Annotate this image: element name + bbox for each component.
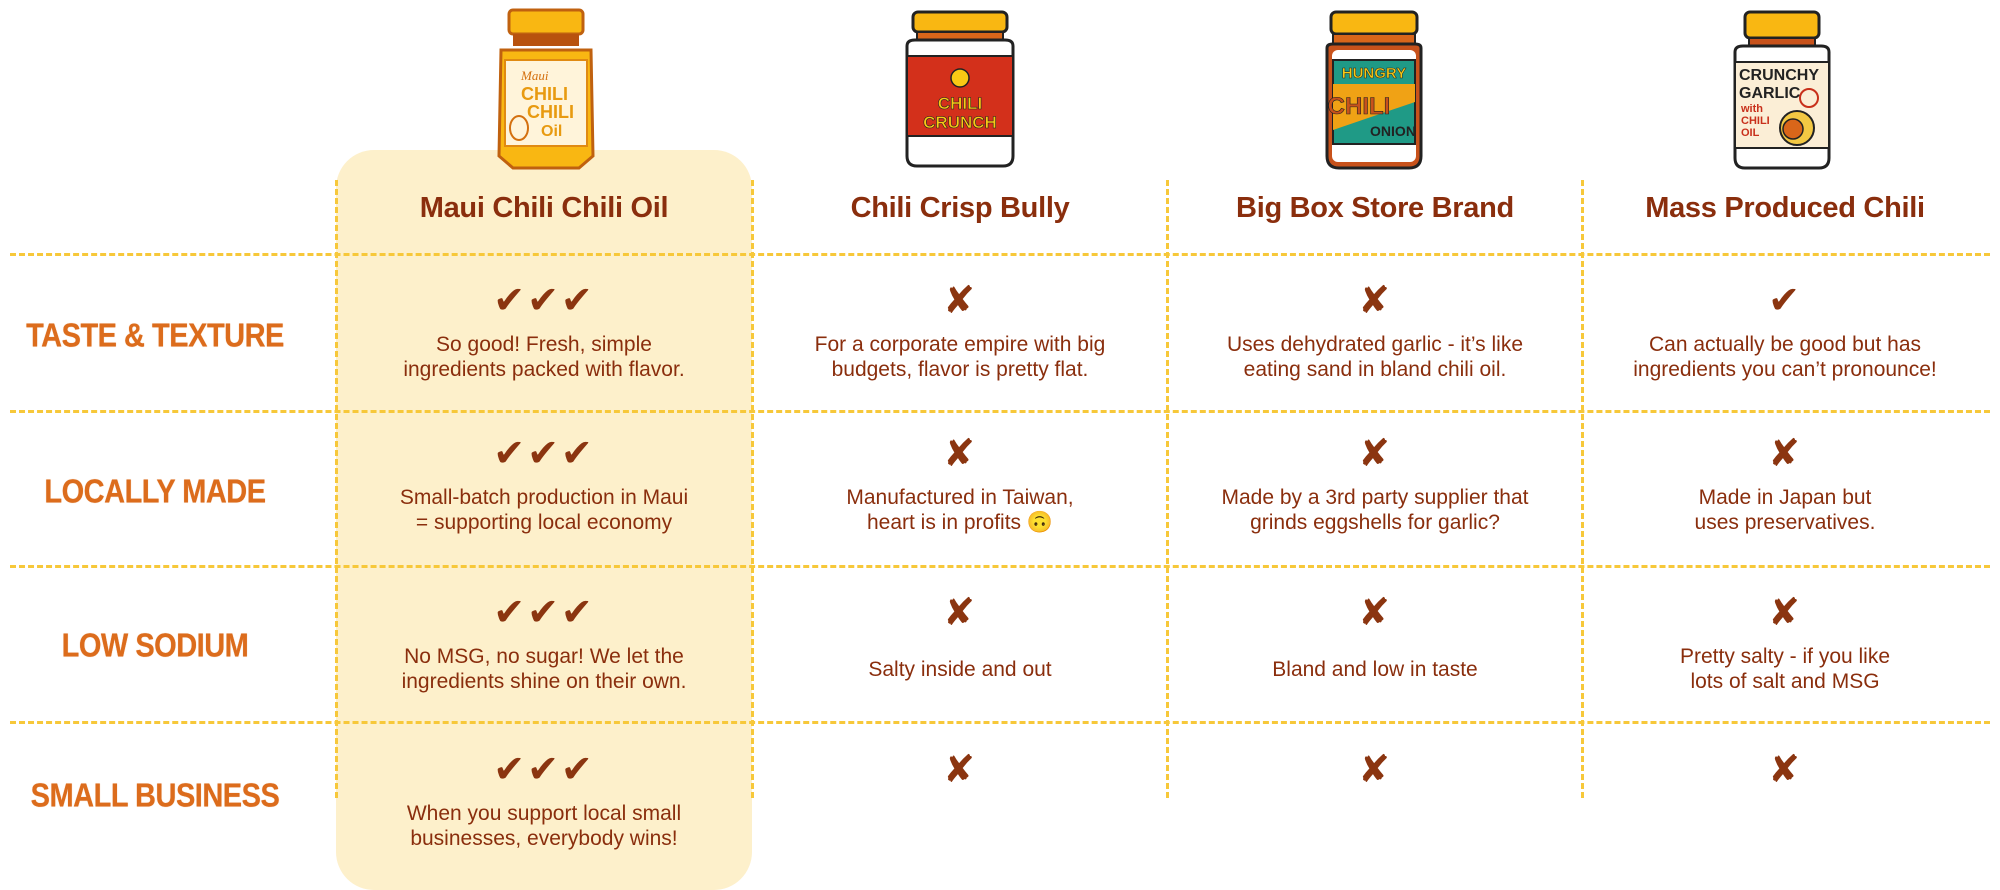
row-label-small-business: SMALL BUSINESS — [30, 777, 280, 815]
crunchy-garlic-jar-image: CRUNCHY GARLIC with CHILI OIL — [1733, 10, 1831, 170]
cell-description: Pretty salty - if you like lots of salt … — [1679, 645, 1891, 693]
comparison-cell: ✘ Salty inside and out — [755, 587, 1165, 701]
column-header-big-box-store-brand: Big Box Store Brand — [1236, 192, 1514, 224]
svg-text:CRUNCHY: CRUNCHY — [1739, 67, 1819, 84]
cross-icon: ✘ — [1768, 431, 1802, 475]
column-divider — [751, 180, 754, 798]
cross-icon: ✘ — [1768, 590, 1802, 634]
row-label-locally-made: LOCALLY MADE — [44, 473, 266, 511]
column-header-maui-chili-chili-oil: Maui Chili Chili Oil — [419, 192, 669, 224]
comparison-cell: ✘ — [1170, 744, 1580, 794]
svg-text:CHILI: CHILI — [938, 94, 982, 113]
cell-description: So good! Fresh, simple ingredients packe… — [403, 333, 685, 381]
cross-icon: ✘ — [1358, 431, 1392, 475]
comparison-cell: ✘ — [1580, 744, 1990, 794]
row-label-taste-texture: TASTE & TEXTURE — [26, 317, 284, 355]
comparison-cell: ✘ Uses dehydrated garlic - it’s like eati… — [1170, 275, 1580, 389]
cross-icon: ✘ — [943, 431, 977, 475]
comparison-cell: ✔ Can actually be good but has ingredient… — [1580, 275, 1990, 389]
comparison-cell: ✘ Pretty salty - if you like lots of salt… — [1580, 587, 1990, 701]
cross-icon: ✘ — [943, 590, 977, 634]
cell-description: Made in Japan but uses preservatives. — [1694, 486, 1876, 534]
svg-text:ONION: ONION — [1370, 123, 1416, 139]
column-divider — [335, 180, 338, 798]
cell-description: For a corporate empire with big budgets,… — [814, 333, 1106, 381]
svg-text:CHILI: CHILI — [1741, 115, 1770, 127]
comparison-cell: ✘ For a corporate empire with big budgets… — [755, 275, 1165, 389]
cross-icon: ✘ — [1358, 590, 1392, 634]
svg-text:CHILI: CHILI — [1328, 93, 1391, 120]
svg-text:CHILI: CHILI — [527, 102, 574, 122]
cell-description: No MSG, no sugar! We let the ingredients… — [401, 645, 687, 693]
cross-icon: ✘ — [1358, 278, 1392, 322]
cross-icon: ✘ — [943, 278, 977, 322]
comparison-cell: ✘ Made by a 3rd party supplier that grind… — [1170, 428, 1580, 542]
cell-description: When you support local small businesses,… — [406, 802, 682, 850]
comparison-cell: ✘ Manufactured in Taiwan, heart is in pro… — [755, 428, 1165, 542]
comparison-cell: ✔✔✔ So good! Fresh, simple ingredients pa… — [339, 275, 749, 389]
column-divider — [1581, 180, 1584, 798]
comparison-cell: ✔✔✔ No MSG, no sugar! We let the ingredie… — [339, 587, 749, 701]
cell-description: Bland and low in taste — [1272, 657, 1478, 681]
row-divider — [10, 253, 1990, 256]
checkmark-icon: ✔✔✔ — [493, 431, 595, 475]
column-header-chili-crisp-bully: Chili Crisp Bully — [850, 192, 1070, 224]
cell-description: Manufactured in Taiwan, heart is in prof… — [846, 486, 1074, 534]
svg-text:CHILI: CHILI — [521, 84, 568, 104]
cross-icon: ✘ — [1358, 747, 1392, 791]
row-divider — [10, 565, 1990, 568]
highlight-column-panel — [336, 150, 752, 890]
row-label-low-sodium: LOW SODIUM — [61, 627, 249, 665]
column-divider — [1166, 180, 1169, 798]
svg-text:GARLIC: GARLIC — [1739, 85, 1801, 102]
svg-text:CRUNCH: CRUNCH — [923, 113, 997, 132]
comparison-cell: ✘ Made in Japan but uses preservatives. — [1580, 428, 1990, 542]
checkmark-icon: ✔ — [1768, 278, 1802, 322]
maui-chili-oil-jar-image: Maui CHILI CHILI Oil — [497, 8, 595, 170]
row-divider — [10, 410, 1990, 413]
hungry-chili-onion-jar-image: HUNGRY CHILI ONION — [1325, 10, 1423, 170]
cell-description: Made by a 3rd party supplier that grinds… — [1221, 486, 1529, 534]
comparison-cell: ✘ — [755, 744, 1165, 794]
svg-text:Maui: Maui — [520, 68, 549, 83]
svg-text:OIL: OIL — [1741, 127, 1760, 139]
cell-description: Uses dehydrated garlic - it’s like eatin… — [1226, 333, 1524, 381]
column-header-mass-produced-chili: Mass Produced Chili — [1645, 192, 1925, 224]
cross-icon: ✘ — [1768, 747, 1802, 791]
chili-crunch-jar-image: CHILI CRUNCH — [905, 10, 1015, 168]
comparison-cell: ✘ Bland and low in taste — [1170, 587, 1580, 701]
comparison-cell: ✔✔✔ Small-batch production in Maui = supp… — [339, 428, 749, 542]
checkmark-icon: ✔✔✔ — [493, 590, 595, 634]
checkmark-icon: ✔✔✔ — [493, 747, 595, 791]
cross-icon: ✘ — [943, 747, 977, 791]
svg-text:HUNGRY: HUNGRY — [1342, 65, 1406, 82]
cell-description: Small-batch production in Maui = support… — [399, 486, 689, 534]
svg-text:with: with — [1740, 103, 1763, 115]
checkmark-icon: ✔✔✔ — [493, 278, 595, 322]
cell-description: Can actually be good but has ingredients… — [1633, 333, 1937, 381]
cell-description: Salty inside and out — [868, 657, 1052, 681]
row-divider — [10, 721, 1990, 724]
svg-text:Oil: Oil — [541, 123, 562, 140]
comparison-cell: ✔✔✔ When you support local small business… — [339, 744, 749, 858]
